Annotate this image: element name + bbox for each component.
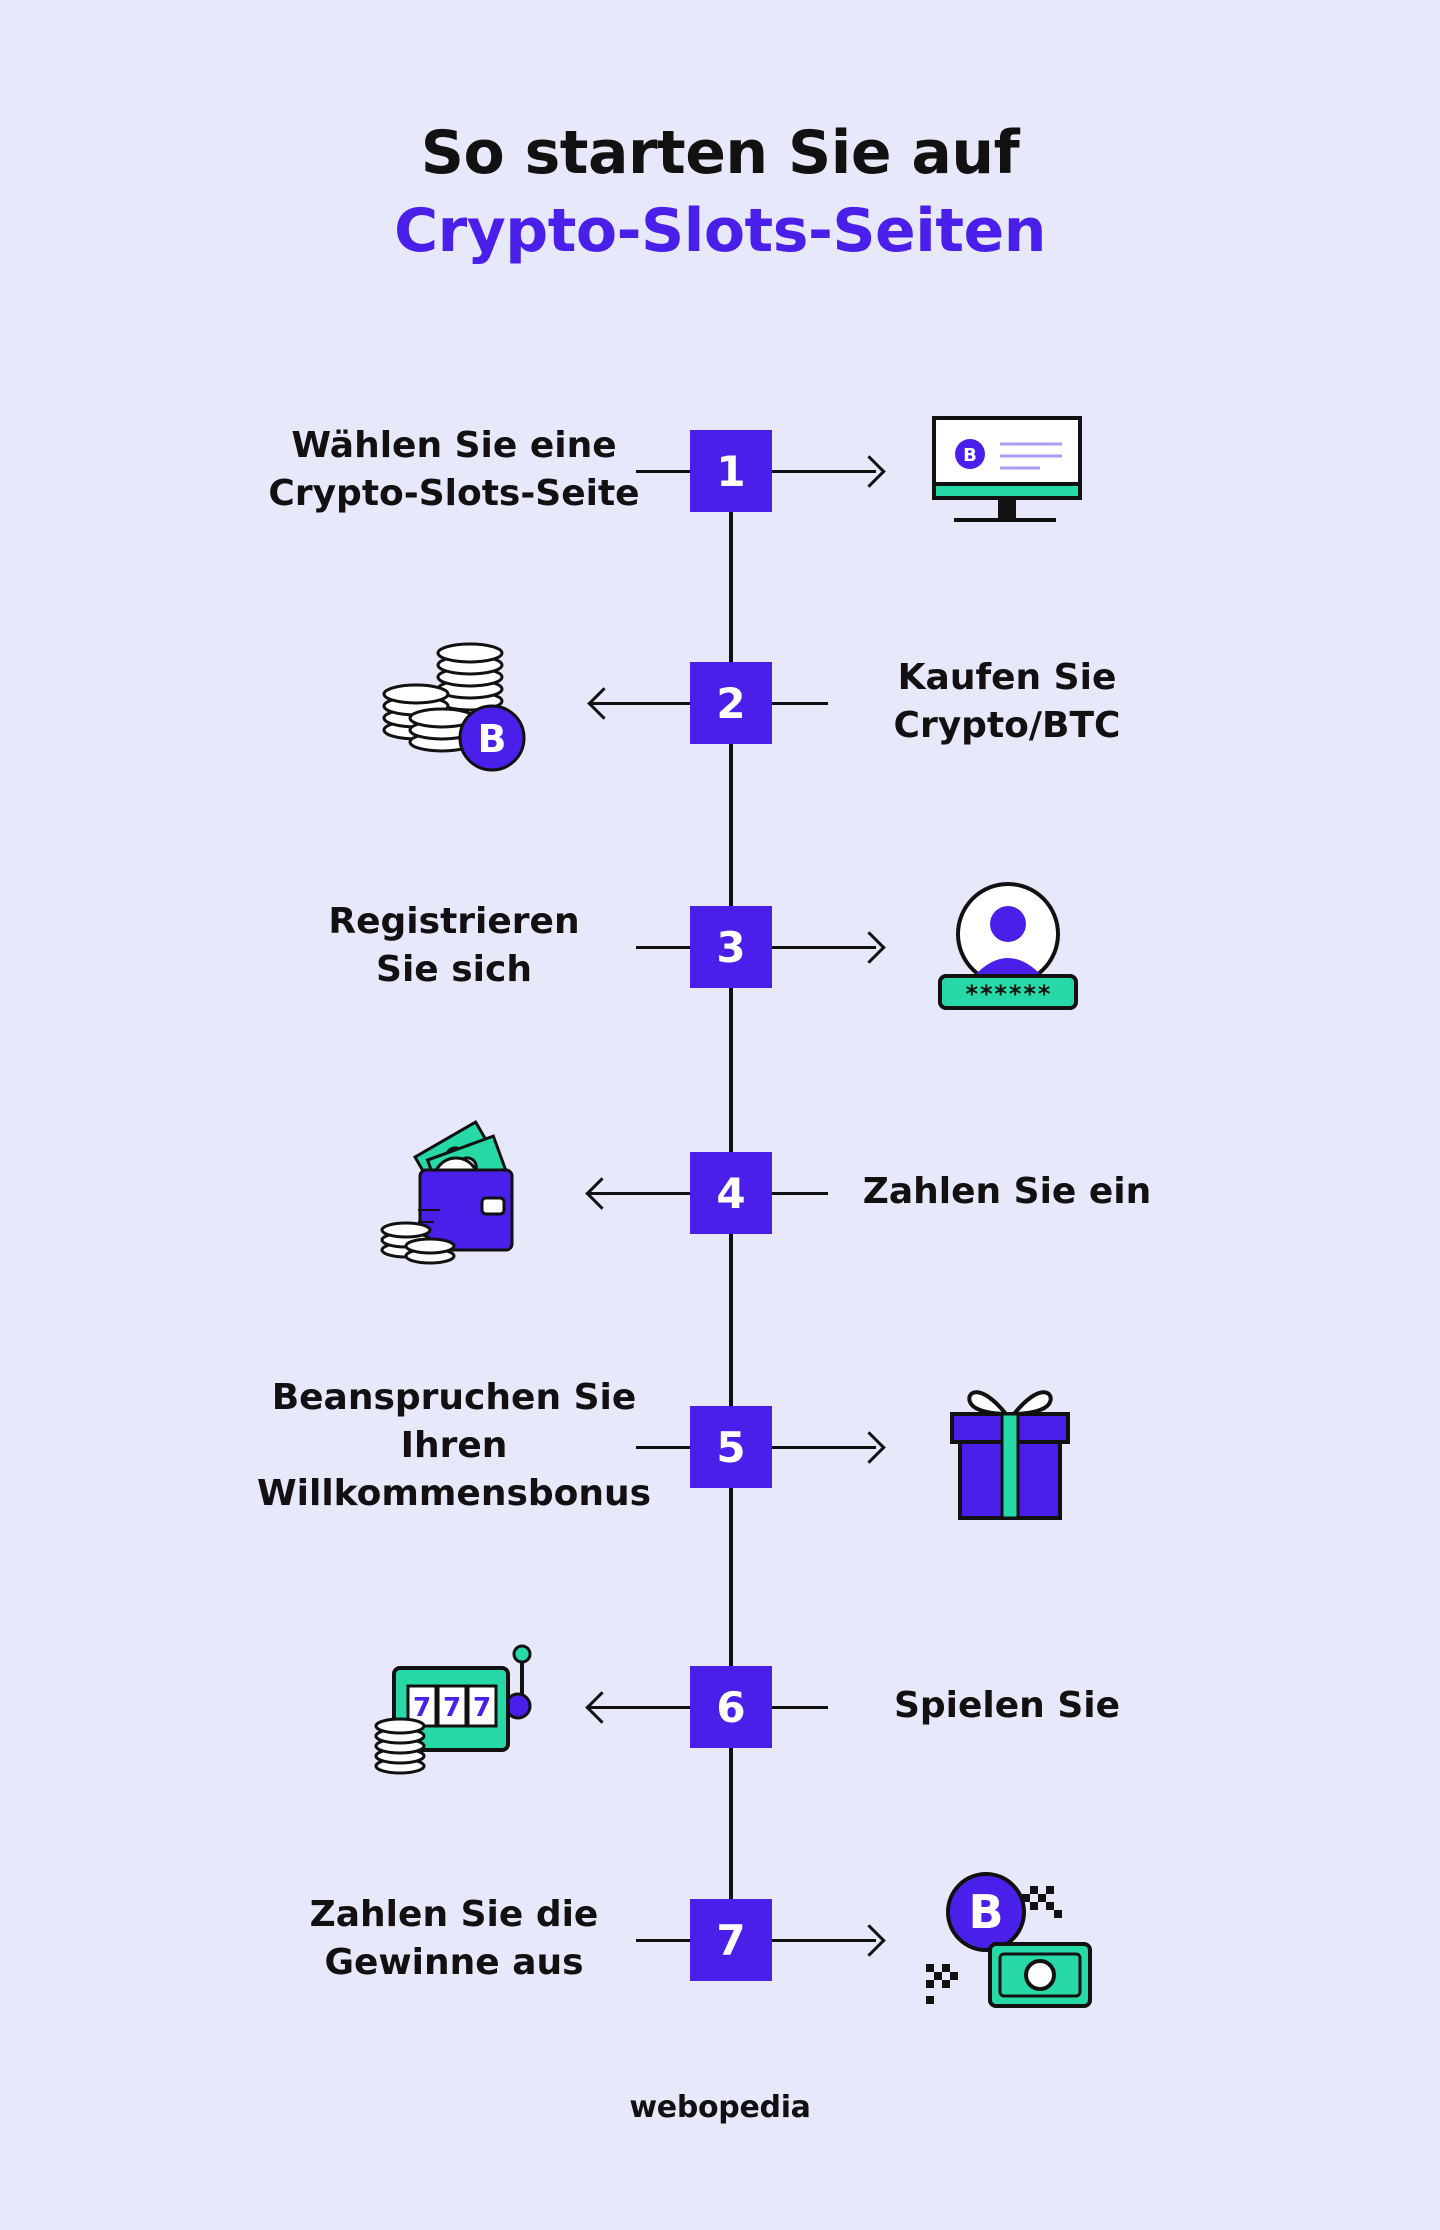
- arrow-right-icon: [853, 1924, 886, 1957]
- brand-logo: webopedia: [629, 2090, 811, 2125]
- step-label-line: Gewinne aus: [324, 1942, 584, 1983]
- step-label: Beanspruchen Sie Ihren Willkommensbonus: [244, 1374, 664, 1518]
- password-mask: ******: [965, 980, 1052, 1008]
- connector-left: [636, 470, 692, 473]
- arrow-left-icon: [585, 1177, 618, 1210]
- step-label-line: Crypto/BTC: [893, 705, 1121, 746]
- step-label-line: Wählen Sie eine: [291, 425, 617, 466]
- connector-left: [636, 946, 692, 949]
- step-number-box: 3: [690, 906, 772, 988]
- svg-text:B: B: [478, 717, 507, 761]
- step-label: Kaufen Sie Crypto/BTC: [797, 654, 1217, 750]
- step-label-line: Zahlen Sie ein: [862, 1171, 1152, 1212]
- step-number-box: 2: [690, 662, 772, 744]
- step-number-box: 4: [690, 1152, 772, 1234]
- connector-right: [772, 1939, 876, 1942]
- step-label-line: Zahlen Sie die: [309, 1894, 599, 1935]
- connector-right: [772, 702, 828, 705]
- step-label-line: Crypto-Slots-Seite: [268, 473, 640, 514]
- connector-right: [772, 946, 876, 949]
- coin-stacks-bitcoin-icon: B: [382, 642, 526, 772]
- step-label: Registrieren Sie sich: [244, 898, 664, 994]
- title-line-1: So starten Sie auf: [420, 118, 1020, 188]
- connector-right: [772, 1192, 828, 1195]
- step-label-line: Beanspruchen Sie: [271, 1377, 637, 1418]
- connector-left: [588, 1192, 690, 1195]
- connector-left: [636, 1939, 692, 1942]
- step-number-box: 1: [690, 430, 772, 512]
- arrow-right-icon: [853, 455, 886, 488]
- reel-symbol: 7: [443, 1693, 461, 1723]
- reel-symbol: 7: [413, 1693, 431, 1723]
- step-label-line: Registrieren: [328, 901, 580, 942]
- title-line-2: Crypto-Slots-Seiten: [394, 196, 1046, 266]
- step-label: Wählen Sie eine Crypto-Slots-Seite: [244, 422, 664, 518]
- connector-left: [588, 1706, 690, 1709]
- step-number-box: 5: [690, 1406, 772, 1488]
- step-label-line: Willkommensbonus: [256, 1473, 652, 1514]
- svg-text:B: B: [968, 1885, 1003, 1939]
- slot-machine-icon: 7 7 7: [374, 1644, 532, 1775]
- bitcoin-cash-withdraw-icon: B: [926, 1872, 1092, 2008]
- step-label: Spielen Sie: [797, 1682, 1217, 1730]
- arrow-right-icon: [853, 1431, 886, 1464]
- step-number-box: 7: [690, 1899, 772, 1981]
- step-label-line: Kaufen Sie: [897, 657, 1117, 698]
- connector-left: [590, 702, 690, 705]
- wallet-deposit-icon: [380, 1119, 514, 1265]
- arrow-left-icon: [585, 1691, 618, 1724]
- connector-left: [636, 1446, 692, 1449]
- step-label-line: Sie sich: [376, 949, 532, 990]
- step-label-line: Ihren: [400, 1425, 508, 1466]
- svg-text:B: B: [963, 445, 977, 466]
- gift-box-icon: [950, 1390, 1070, 1520]
- step-number-box: 6: [690, 1666, 772, 1748]
- connector-right: [772, 470, 876, 473]
- step-label: Zahlen Sie ein: [797, 1168, 1217, 1216]
- connector-right: [772, 1706, 828, 1709]
- arrow-left-icon: [587, 687, 620, 720]
- step-label-line: Spielen Sie: [893, 1685, 1121, 1726]
- user-account-password-icon: ******: [938, 882, 1078, 1010]
- step-label: Zahlen Sie die Gewinne aus: [244, 1891, 664, 1987]
- connector-right: [772, 1446, 876, 1449]
- arrow-right-icon: [853, 931, 886, 964]
- computer-monitor-bitcoin-icon: B: [932, 416, 1082, 522]
- reel-symbol: 7: [473, 1693, 491, 1723]
